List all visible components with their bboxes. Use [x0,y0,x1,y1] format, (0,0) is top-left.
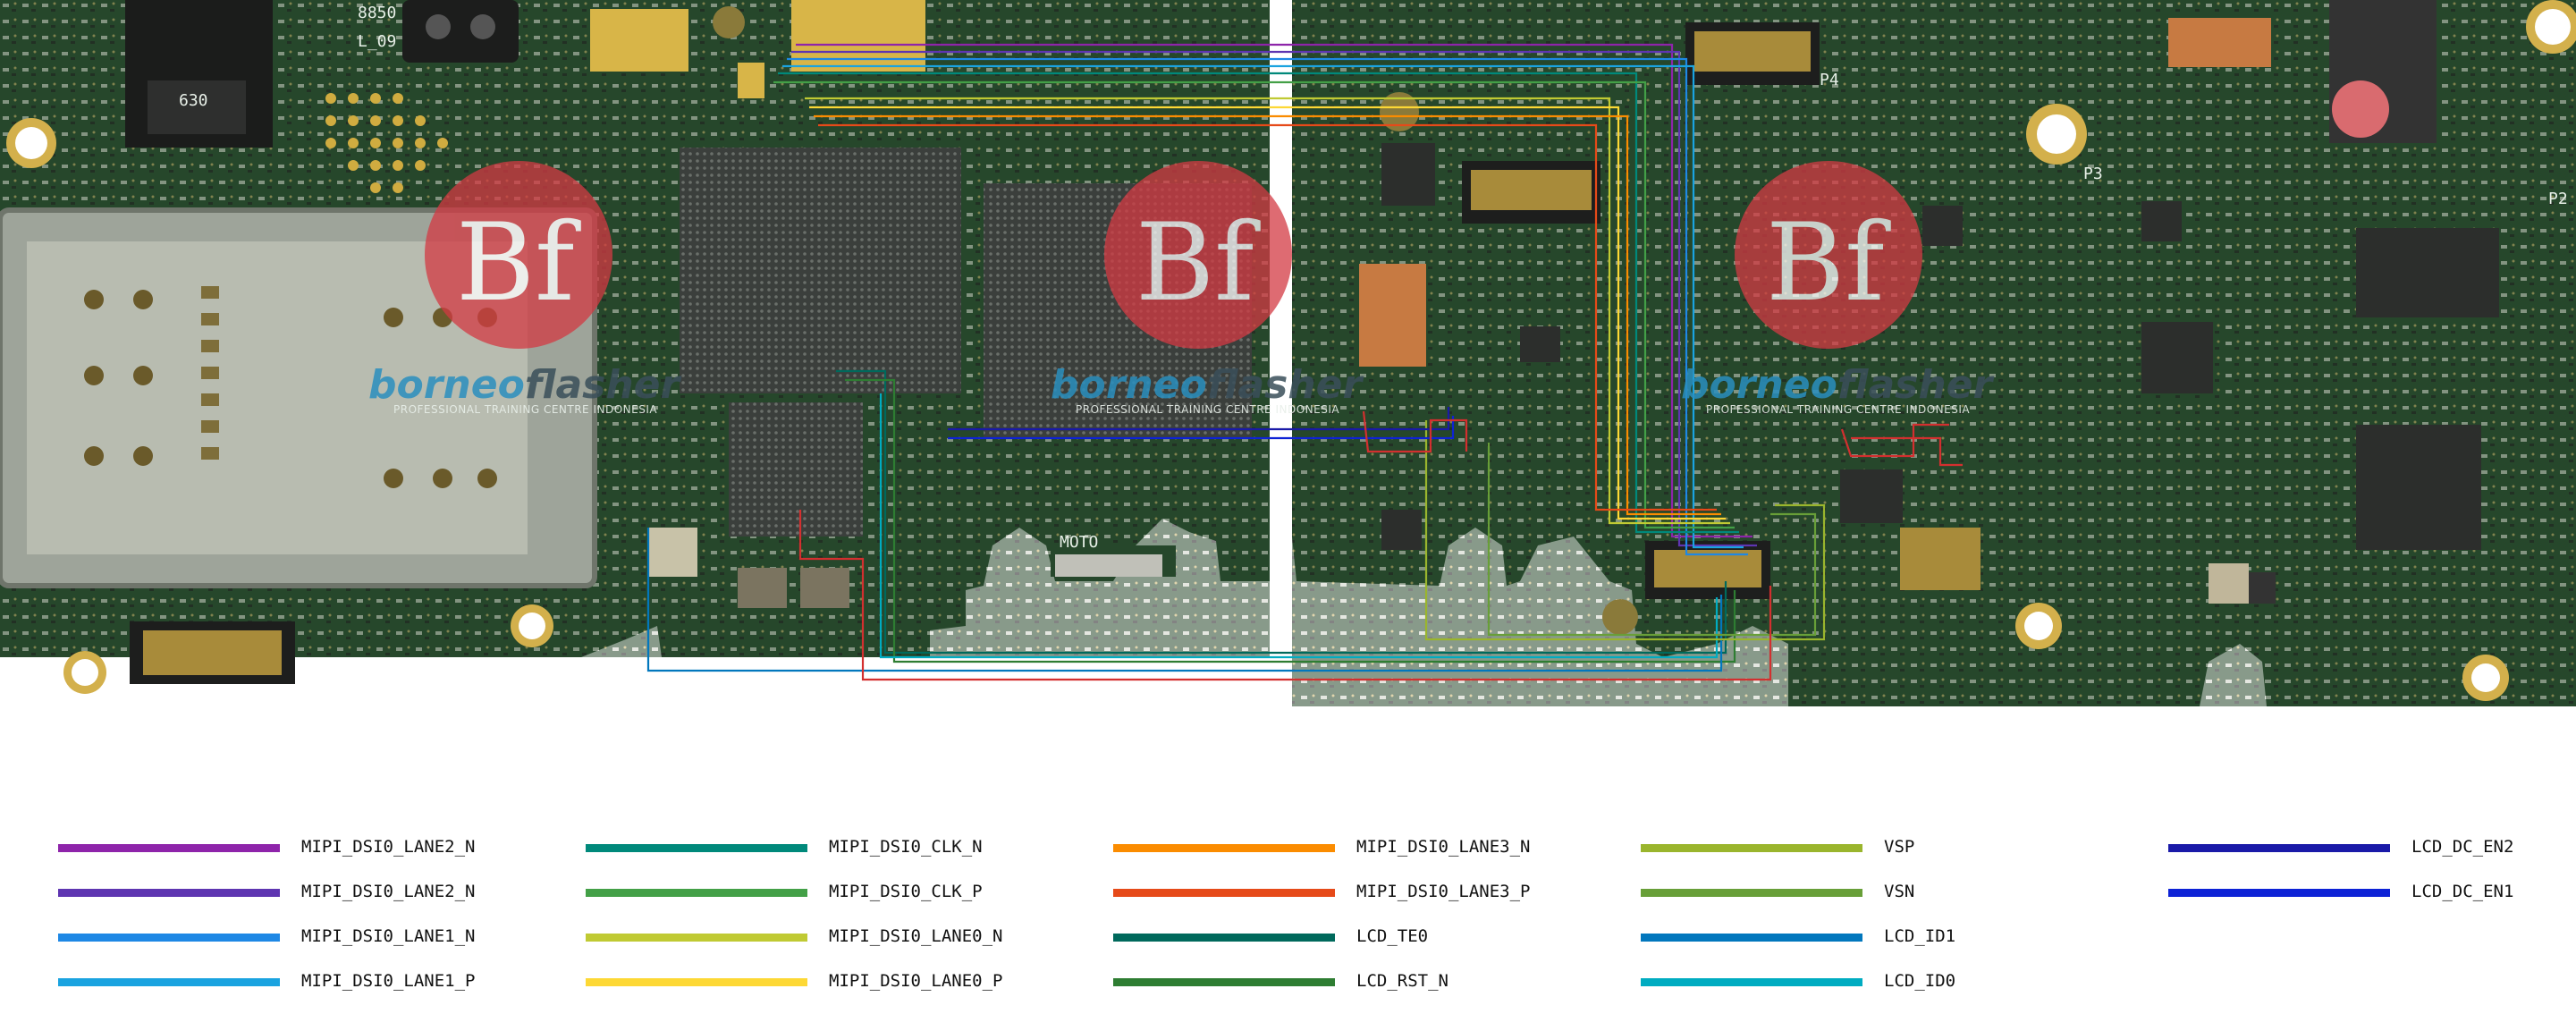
legend-swatch [2168,844,2390,852]
svg-text:borneoflasher: borneoflasher [1681,362,1995,408]
legend-item: VSN [1641,873,2141,917]
legend-label: MIPI_DSI0_LANE2_N [301,882,476,901]
legend-column-2: MIPI_DSI0_CLK_N MIPI_DSI0_CLK_P MIPI_DSI… [586,828,1086,1007]
legend-item: MIPI_DSI0_LANE1_N [58,917,559,962]
signal-legend: MIPI_DSI0_LANE2_N MIPI_DSI0_LANE2_N MIPI… [0,805,2576,1014]
legend-item: VSP [1641,828,2141,873]
legend-swatch [1641,934,1862,942]
svg-text:borneoflasher: borneoflasher [1051,362,1364,408]
legend-swatch [586,889,807,897]
legend-item: MIPI_DSI0_LANE3_P [1113,873,1614,917]
legend-item: MIPI_DSI0_LANE2_N [58,873,559,917]
legend-swatch [1641,844,1862,852]
legend-label: MIPI_DSI0_LANE0_N [829,926,1003,946]
legend-item: LCD_ID0 [1641,962,2141,1007]
legend-swatch [1113,978,1335,986]
legend-swatch [586,978,807,986]
watermark-brand-1: borneoflasher PROFESSIONAL TRAINING CENT… [368,362,682,416]
legend-column-1: MIPI_DSI0_LANE2_N MIPI_DSI0_LANE2_N MIPI… [58,828,559,1007]
legend-label: LCD_RST_N [1356,971,1448,991]
legend-label: MIPI_DSI0_LANE0_P [829,971,1003,991]
legend-item: LCD_DC_EN2 [2168,828,2576,873]
legend-swatch [1113,934,1335,942]
svg-text:PROFESSIONAL TRAINING CENTRE I: PROFESSIONAL TRAINING CENTRE INDONESIA [1076,403,1339,416]
silkscreen-p2: P2 [2548,190,2568,208]
legend-column-5: LCD_DC_EN2 LCD_DC_EN1 [2168,828,2576,917]
legend-swatch [586,934,807,942]
legend-swatch [1113,889,1335,897]
legend-label: LCD_ID0 [1884,971,1956,991]
legend-item: MIPI_DSI0_LANE3_N [1113,828,1614,873]
legend-item: MIPI_DSI0_CLK_N [586,828,1086,873]
legend-item: MIPI_DSI0_LANE0_P [586,962,1086,1007]
left-pcb: 630 8850 L_09 MOTO [0,0,1270,694]
legend-item: LCD_DC_EN1 [2168,873,2576,917]
soc-chip [680,148,961,393]
legend-label: VSP [1884,837,1915,857]
legend-label: LCD_ID1 [1884,926,1956,946]
svg-text:Bf: Bf [1766,201,1891,325]
signal-traces [646,43,1963,681]
legend-label: LCD_DC_EN2 [2411,837,2514,857]
legend-swatch [586,844,807,852]
legend-label: MIPI_DSI0_LANE1_P [301,971,476,991]
legend-label: MIPI_DSI0_LANE3_P [1356,882,1531,901]
legend-item: MIPI_DSI0_LANE1_P [58,962,559,1007]
pcb-illustration: 630 8850 L_09 MOTO [0,0,2576,706]
watermark-logo-3: Bf [1735,161,1922,349]
legend-swatch [1641,978,1862,986]
legend-item: LCD_TE0 [1113,917,1614,962]
pcb-board-diagram: 630 8850 L_09 MOTO [0,0,2576,706]
legend-swatch [1113,844,1335,852]
right-pcb: P4 P3 P2 [1292,0,2576,706]
legend-label: MIPI_DSI0_LANE3_N [1356,837,1531,857]
legend-label: LCD_DC_EN1 [2411,882,2514,901]
silkscreen-l09: L_09 [358,32,396,51]
legend-swatch [2168,889,2390,897]
silkscreen-8850: 8850 [358,4,396,22]
silkscreen-630: 630 [179,91,208,110]
legend-label: VSN [1884,882,1915,901]
svg-text:Bf: Bf [1136,201,1261,325]
legend-item: MIPI_DSI0_LANE2_N [58,828,559,873]
pmic-chip [729,402,863,537]
watermark-brand-2: borneoflasher PROFESSIONAL TRAINING CENT… [1051,362,1364,416]
svg-text:Bf: Bf [456,201,581,325]
svg-text:PROFESSIONAL TRAINING CENTRE I: PROFESSIONAL TRAINING CENTRE INDONESIA [1706,403,1970,416]
legend-label: MIPI_DSI0_LANE2_N [301,837,476,857]
legend-column-3: MIPI_DSI0_LANE3_N MIPI_DSI0_LANE3_P LCD_… [1113,828,1614,1007]
silkscreen-p4: P4 [1820,71,1839,89]
legend-swatch [1641,889,1862,897]
watermark-brand-3: borneoflasher PROFESSIONAL TRAINING CENT… [1681,362,1995,416]
legend-swatch [58,844,280,852]
legend-item: LCD_RST_N [1113,962,1614,1007]
camera-sensor [402,0,519,63]
legend-label: LCD_TE0 [1356,926,1429,946]
legend-column-4: VSP VSN LCD_ID1 LCD_ID0 [1641,828,2141,1007]
legend-item: MIPI_DSI0_CLK_P [586,873,1086,917]
legend-swatch [58,889,280,897]
chip-marking: MOTO [1060,533,1098,552]
legend-item: LCD_ID1 [1641,917,2141,962]
watermark-logo-2: Bf [1104,161,1292,349]
silkscreen-p3: P3 [2083,165,2103,183]
legend-swatch [58,934,280,942]
legend-swatch [58,978,280,986]
svg-text:borneoflasher: borneoflasher [368,362,682,408]
legend-label: MIPI_DSI0_CLK_N [829,837,983,857]
legend-label: MIPI_DSI0_CLK_P [829,882,983,901]
legend-item: MIPI_DSI0_LANE0_N [586,917,1086,962]
svg-text:PROFESSIONAL TRAINING CENTRE I: PROFESSIONAL TRAINING CENTRE INDONESIA [393,403,657,416]
legend-label: MIPI_DSI0_LANE1_N [301,926,476,946]
watermark-logo-1: Bf [425,161,612,349]
